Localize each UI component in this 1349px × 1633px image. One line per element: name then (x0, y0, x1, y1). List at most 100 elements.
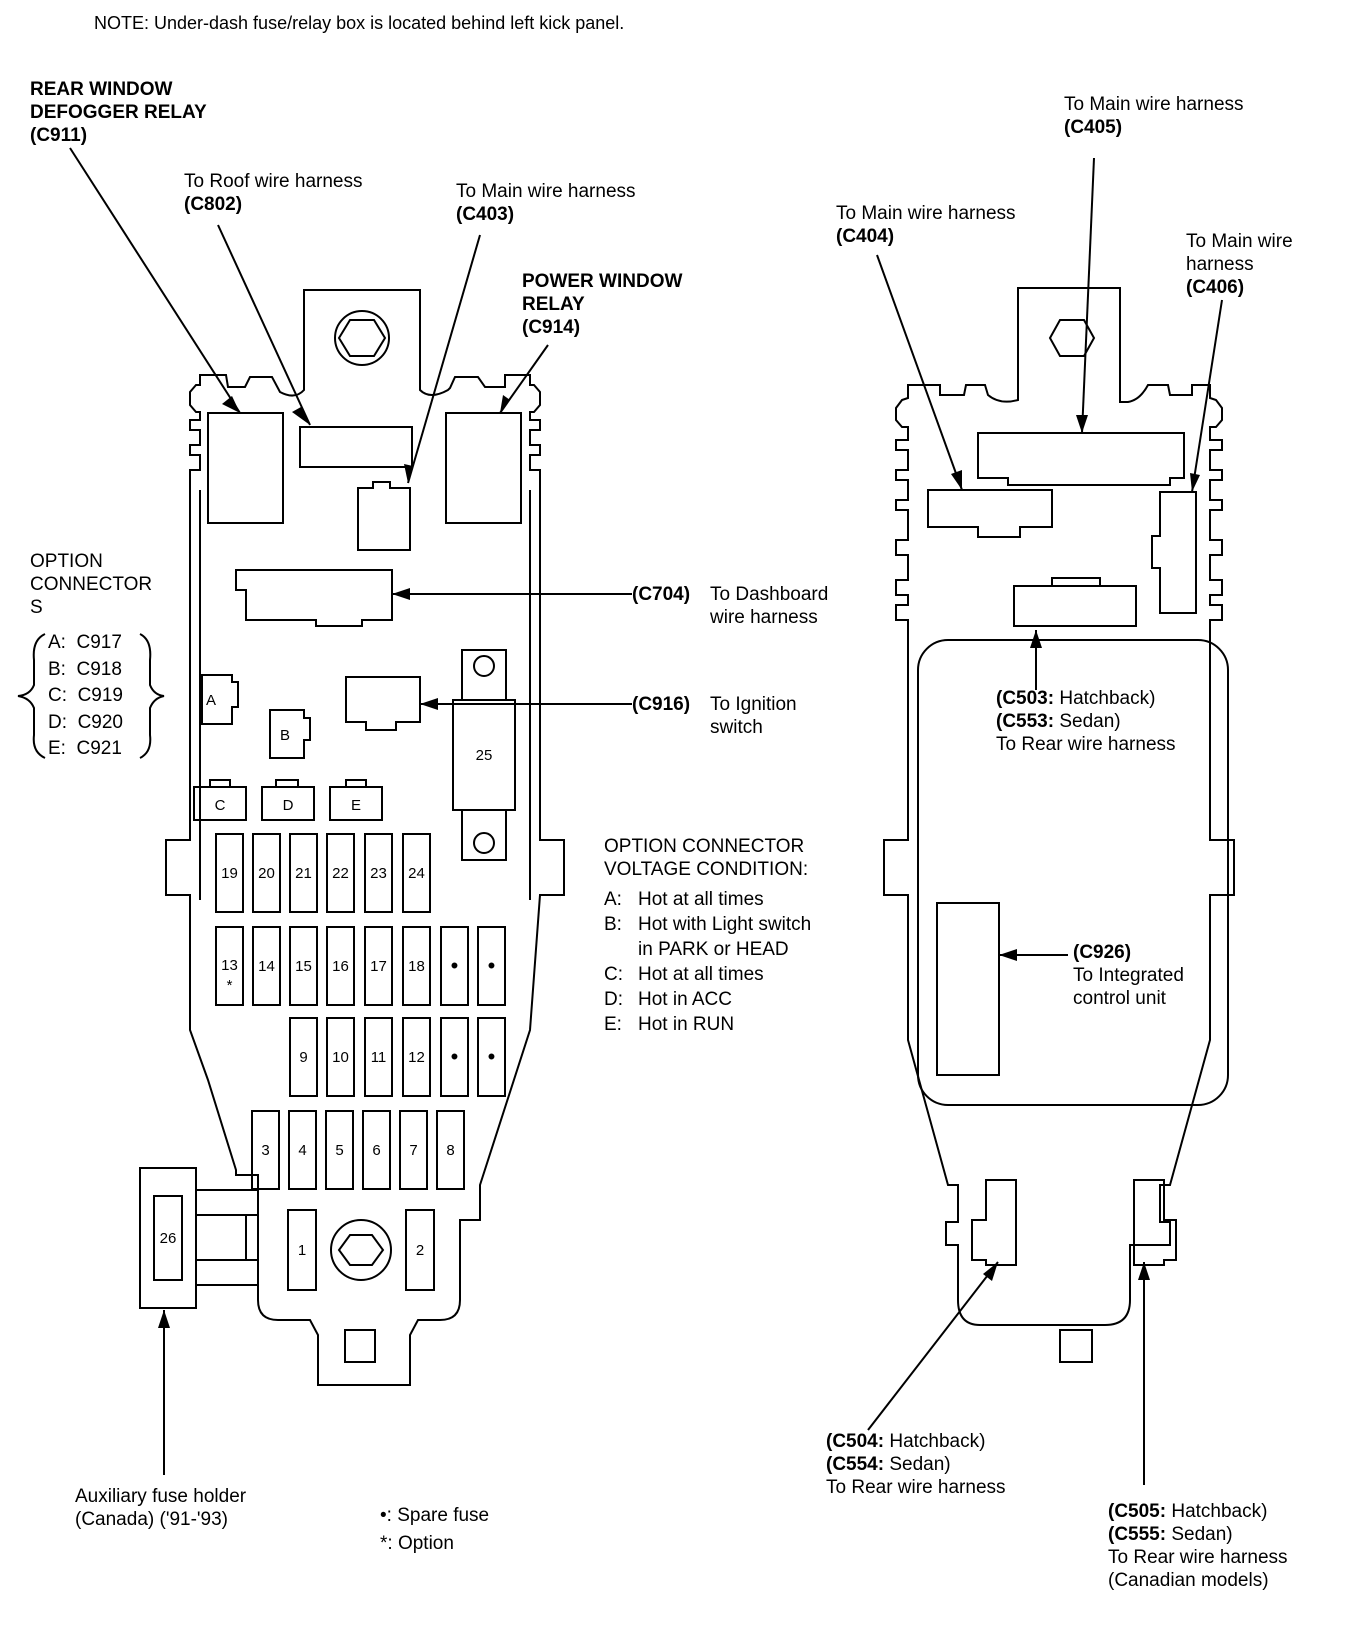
rear-defogger-name-2: DEFOGGER RELAY (30, 102, 207, 123)
voltage-key: C: (604, 964, 623, 985)
option-item: E: C921 (48, 736, 123, 763)
c504-variant: Hatchback) (884, 1431, 986, 1452)
callout-aux-fuse: Auxiliary fuse holder (Canada) ('91-'93) (75, 1485, 246, 1531)
spare-fuse-mark: • (488, 953, 496, 978)
c553-code: (C553: (996, 711, 1055, 732)
option-code: C921 (76, 738, 122, 759)
callout-power-window: POWER WINDOW RELAY (C914) (522, 270, 682, 339)
rear-defogger-name-1: REAR WINDOW (30, 79, 173, 100)
c916-text-2: switch (710, 717, 763, 738)
option-connector-a (201, 674, 239, 725)
fuse-7-label: 7 (409, 1142, 417, 1159)
option-key: E: (48, 738, 66, 759)
option-title-2: CONNECTOR (30, 574, 153, 595)
callout-c504: (C504: Hatchback) (C554: Sedan) To Rear … (826, 1430, 1006, 1499)
fuse-8 (436, 1110, 465, 1190)
voltage-desc: Hot in ACC (638, 989, 732, 1010)
voltage-key: E: (604, 1014, 622, 1035)
spare-fuse-mark: • (451, 953, 459, 978)
fuse-23-label: 23 (370, 865, 387, 882)
callout-main-c403: To Main wire harness (C403) (456, 180, 636, 226)
arrowheads (158, 395, 1200, 1328)
main-c405-text: To Main wire harness (1064, 94, 1244, 115)
bottom-bolt (330, 1219, 392, 1281)
fuse-6 (362, 1110, 391, 1190)
c504-line-1: (C504: Hatchback) (826, 1430, 1006, 1453)
fuse-18 (402, 926, 431, 1006)
connector-d-label: D (283, 797, 294, 814)
fuse-14 (252, 926, 281, 1006)
spare-fuse-mark: • (451, 1044, 459, 1069)
fuse-15 (289, 926, 318, 1006)
rear-defogger-code: (C911) (30, 125, 88, 146)
fuse-10 (326, 1017, 355, 1097)
c503-code: (C503: (996, 688, 1055, 709)
c503-variant: Hatchback) (1054, 688, 1156, 709)
spare-fuse-mark: • (488, 1044, 496, 1069)
option-key: C: (48, 685, 67, 706)
fuse-15-label: 15 (295, 958, 312, 975)
voltage-desc: Hot with Light switch (638, 914, 812, 935)
fuse-14-label: 14 (258, 958, 275, 975)
top-bolt (334, 310, 390, 366)
inner-panel (917, 639, 1229, 1106)
power-window-code: (C914) (522, 317, 581, 338)
aux-fuse-text-2: (Canada) ('91-'93) (75, 1509, 228, 1530)
c926-text-1: To Integrated (1073, 965, 1184, 986)
main-c404-text: To Main wire harness (836, 203, 1016, 224)
spare-fuse (477, 1017, 506, 1097)
voltage-key: D: (604, 989, 623, 1010)
fuse-4 (288, 1110, 317, 1190)
note-text: NOTE: Under-dash fuse/relay box is locat… (94, 13, 625, 33)
callout-c704-code: (C704) (632, 583, 690, 606)
option-code: C917 (76, 632, 122, 653)
fuse-13-label: 13 (221, 957, 238, 974)
c505-line-1: (C505: Hatchback) (1108, 1500, 1288, 1523)
callout-main-c404: To Main wire harness (C404) (836, 202, 1016, 248)
spare-fuse-symbol: • (380, 1505, 387, 1526)
c503-line-1: (C503: Hatchback) (996, 687, 1176, 710)
connector-c916 (345, 676, 421, 731)
diagram-labels: A B C D E 25 1 2 26 (160, 692, 493, 1259)
right-mount-hole (1059, 1329, 1093, 1363)
fuse-16 (326, 926, 355, 1006)
c916-text-1: To Ignition (710, 694, 797, 715)
main-c405-code: (C405) (1064, 117, 1123, 138)
main-c404-code: (C404) (836, 226, 895, 247)
c504-line-2: (C554: Sedan) (826, 1453, 1006, 1476)
c916-code: (C916) (632, 694, 691, 715)
fuse-20-label: 20 (258, 865, 275, 882)
c704-code: (C704) (632, 584, 691, 605)
fuse-22 (326, 833, 355, 913)
spare-fuse (440, 926, 469, 1006)
fuse-9-label: 9 (299, 1049, 307, 1066)
main-c406-text-1: To Main wire (1186, 231, 1293, 252)
fuse-12 (402, 1017, 431, 1097)
c555-variant: Sedan) (1166, 1524, 1233, 1545)
connector-a-label: A (206, 692, 216, 709)
relay-c914 (445, 412, 522, 524)
fuse-9 (289, 1017, 318, 1097)
c505-code: (C505: (1108, 1501, 1167, 1522)
option-item: A: C917 (48, 630, 123, 657)
connector-c403 (357, 481, 411, 551)
fuse-17 (364, 926, 393, 1006)
fuse-5 (325, 1110, 354, 1190)
option-connector-e (329, 779, 383, 821)
fuse-20 (252, 833, 281, 913)
c704-text-2: wire harness (710, 607, 818, 628)
fuse-3-label: 3 (261, 1142, 269, 1159)
voltage-item: D: Hot in ACC (604, 987, 811, 1012)
fuse-18-label: 18 (408, 958, 425, 975)
callout-c503: (C503: Hatchback) (C553: Sedan) To Rear … (996, 687, 1176, 756)
fuse-10-label: 10 (332, 1049, 349, 1066)
fuse-22-label: 22 (332, 865, 349, 882)
connector-c406 (1151, 491, 1197, 614)
aux-fuse-bracket (196, 1189, 259, 1286)
right-box-outline (883, 287, 1235, 1326)
option-title-1: OPTION (30, 551, 103, 572)
option-connector-d (261, 779, 315, 821)
option-connectors-title: OPTION CONNECTOR S (30, 550, 152, 619)
